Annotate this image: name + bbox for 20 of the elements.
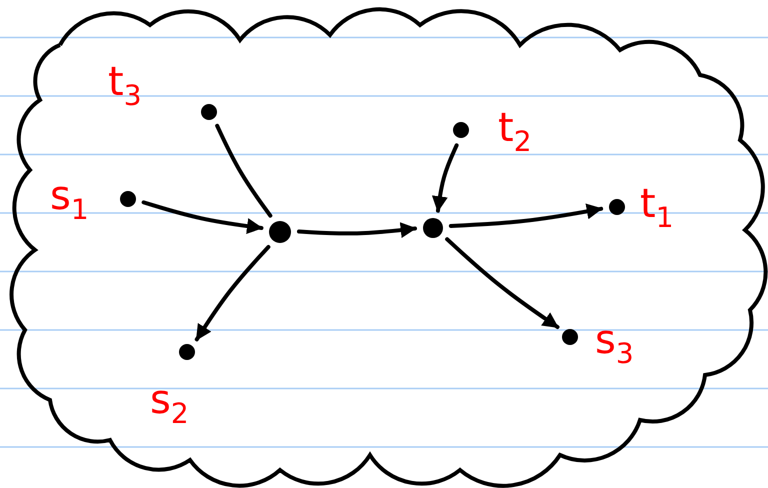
vertex-label: s$_{1}$ xyxy=(50,176,89,224)
arrow xyxy=(445,237,560,330)
vertex-dot xyxy=(201,104,217,120)
vertex-label: t$_{3}$ xyxy=(108,62,142,110)
vertex-dot xyxy=(269,221,291,243)
vertex-label: t$_{2}$ xyxy=(498,108,532,156)
vertex-label: s$_{3}$ xyxy=(595,320,634,368)
vertex-dot xyxy=(562,329,578,345)
vertex-dot xyxy=(120,191,136,207)
arrow xyxy=(448,204,604,228)
vertex-dot xyxy=(453,122,469,138)
vertex-dot xyxy=(609,199,625,215)
arrow xyxy=(194,245,270,342)
arrow xyxy=(142,200,264,234)
arrow xyxy=(432,143,459,213)
vertex-label: t$_{1}$ xyxy=(640,184,674,232)
vertex-dot xyxy=(423,218,443,238)
vertex-label: s$_{2}$ xyxy=(150,380,189,428)
vertex-dot xyxy=(179,344,195,360)
arrow xyxy=(297,222,417,238)
